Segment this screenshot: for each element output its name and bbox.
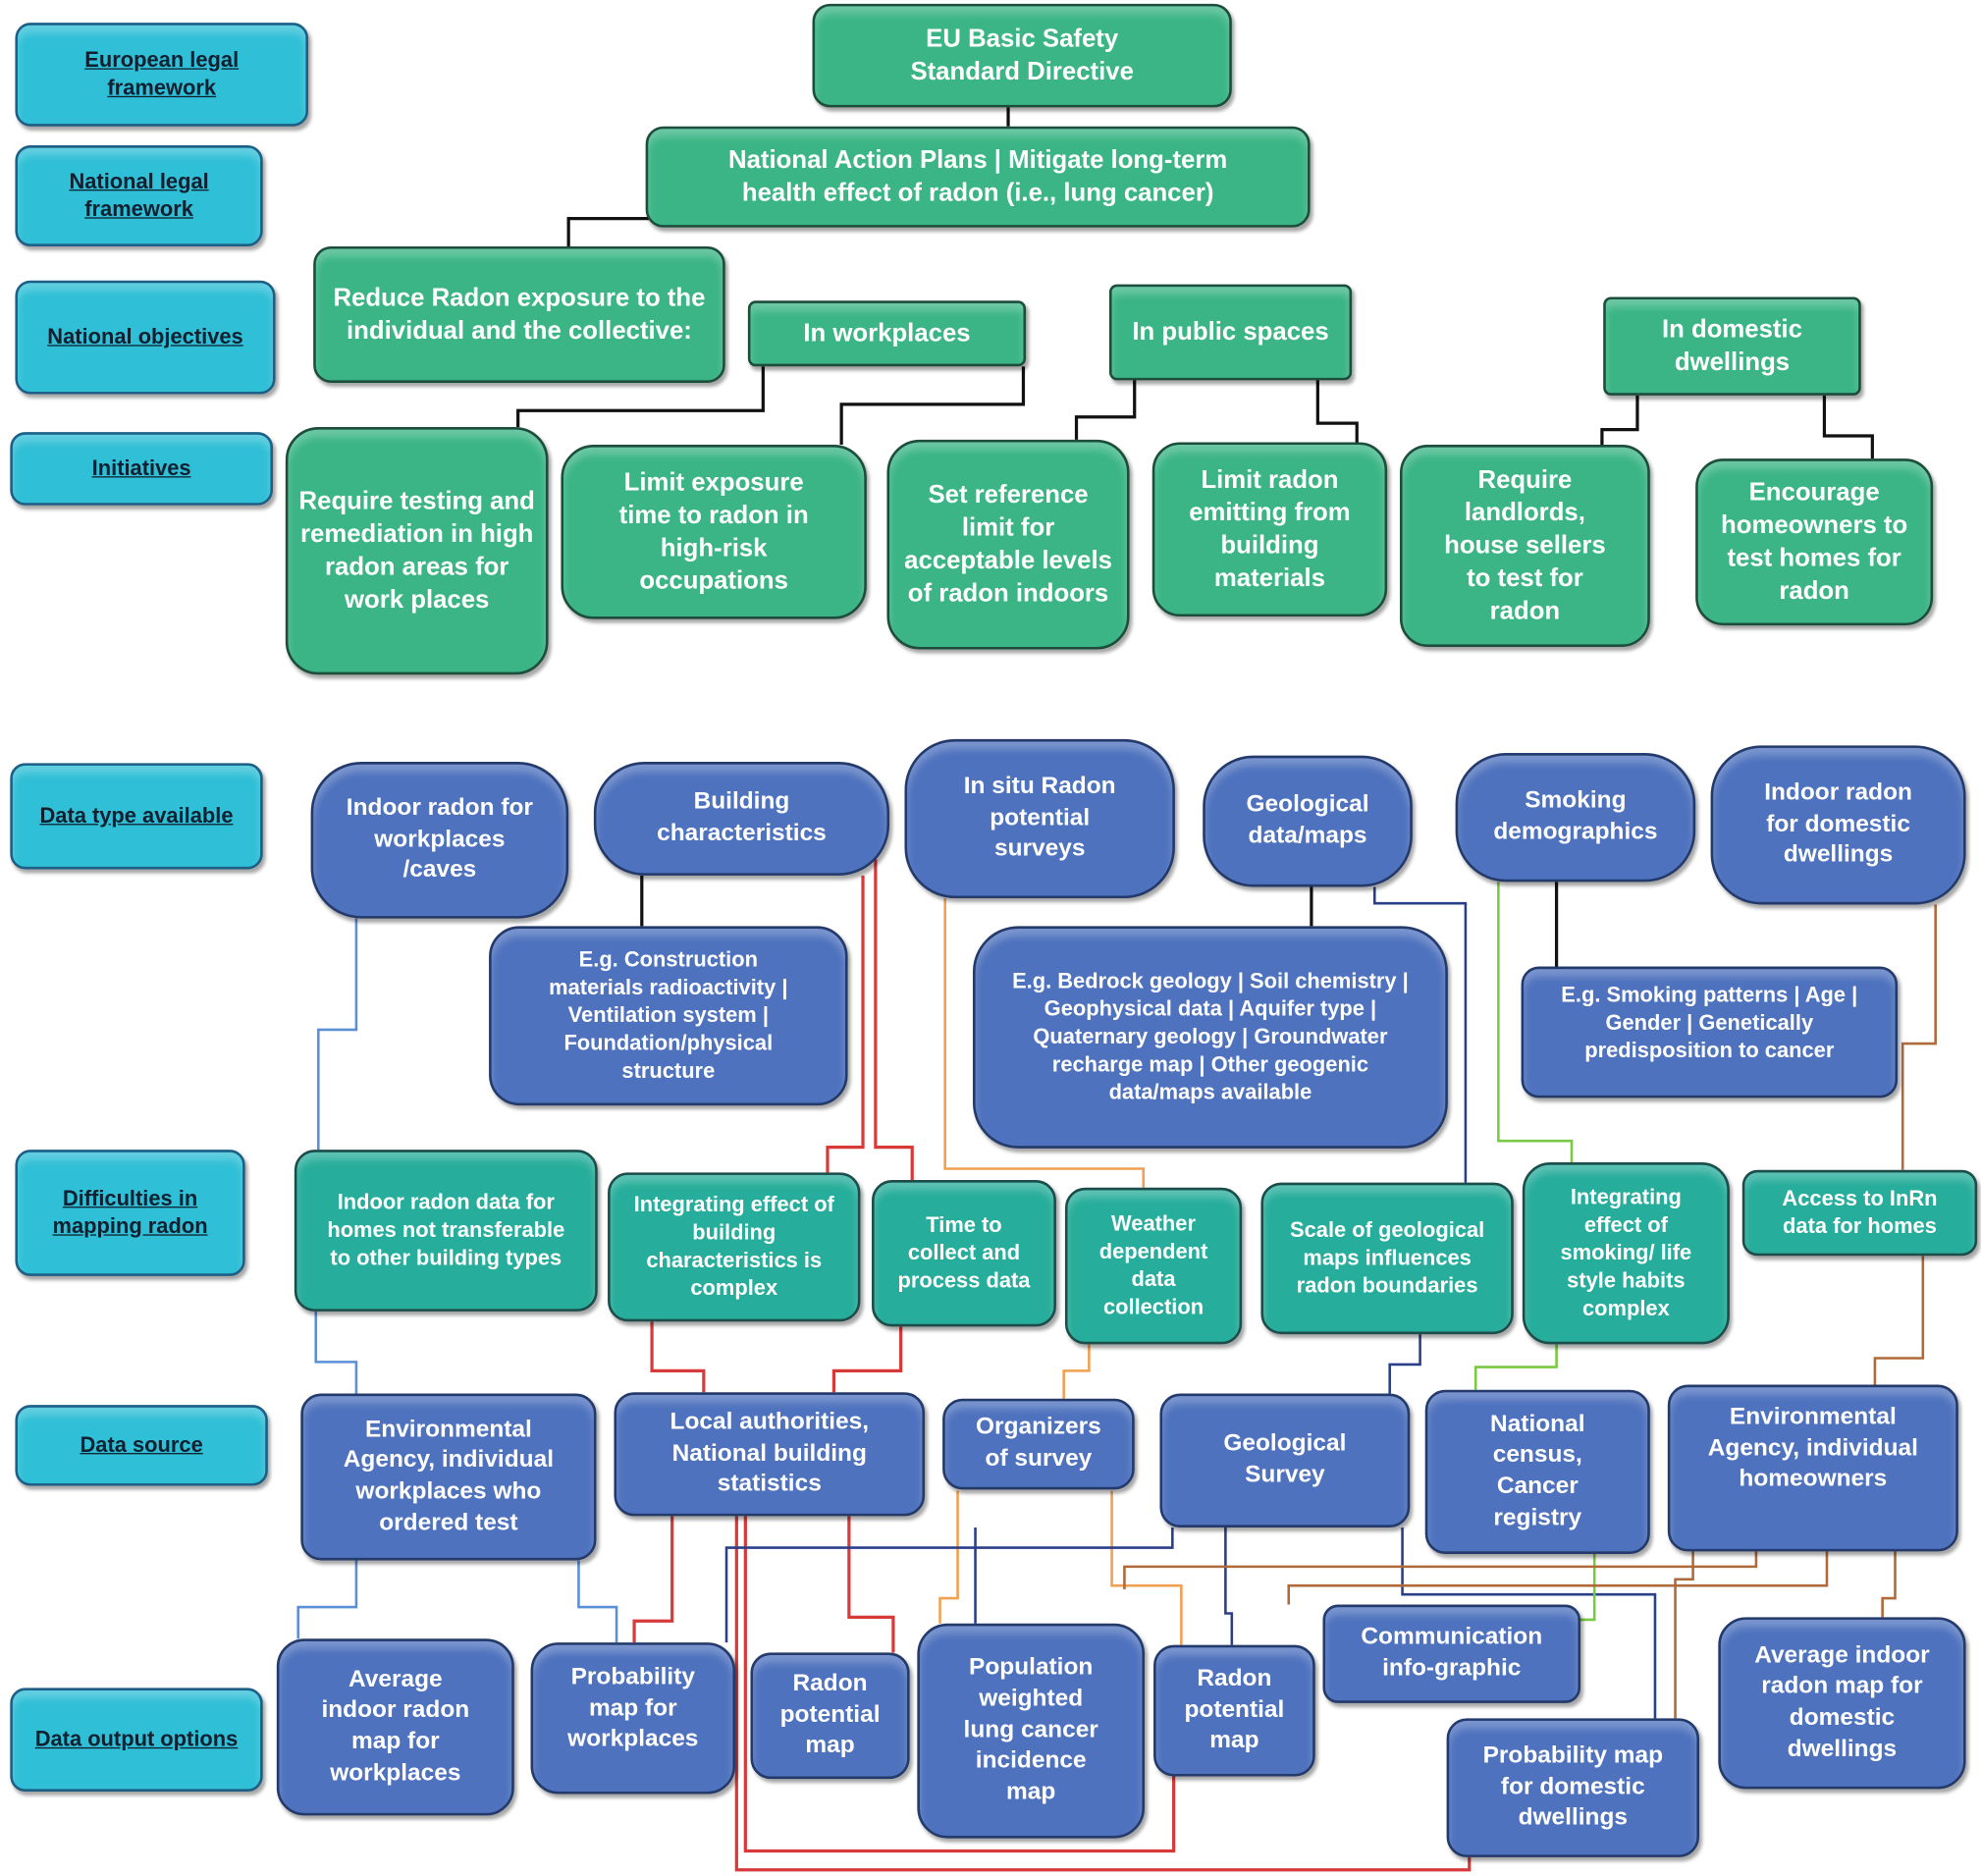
eu-directive-node: EU Basic Safety Standard Directive bbox=[812, 3, 1232, 108]
brown-connectors bbox=[1123, 904, 1937, 1719]
data-type-node: Geological data/maps bbox=[1203, 755, 1413, 887]
example-node: E.g. Construction materials radioactivit… bbox=[489, 926, 848, 1106]
row-label-data-output: Data output options bbox=[10, 1688, 263, 1792]
output-node: Probability map for domestic dwellings bbox=[1446, 1718, 1700, 1857]
national-action-plans-node: National Action Plans | Mitigate long-te… bbox=[645, 126, 1311, 228]
output-node: Communication info-graphic bbox=[1322, 1604, 1581, 1703]
row-label-difficulties: Difficulties in mapping radon bbox=[15, 1150, 245, 1276]
difficulty-node: Scale of geological maps influences rado… bbox=[1260, 1182, 1514, 1335]
data-source-node: Geological Survey bbox=[1159, 1393, 1411, 1528]
difficulty-node: Time to collect and process data bbox=[872, 1180, 1056, 1327]
difficulty-node: Access to InRn data for homes bbox=[1741, 1169, 1978, 1257]
data-source-node: Environmental Agency, individual workpla… bbox=[300, 1393, 597, 1561]
initiative-node: Require landlords, house sellers to test… bbox=[1399, 445, 1650, 647]
objective-workplaces: In workplaces bbox=[747, 300, 1027, 367]
difficulty-node: Indoor radon data for homes not transfer… bbox=[294, 1150, 598, 1312]
green-connectors bbox=[1473, 882, 1596, 1622]
data-type-node: Smoking demographics bbox=[1455, 753, 1696, 883]
row-label-european-legal: European legal framework bbox=[15, 23, 309, 127]
output-node: Average indoor radon map for workplaces bbox=[276, 1638, 514, 1816]
output-node: Radon potential map bbox=[750, 1652, 910, 1780]
data-type-node: In situ Radon potential surveys bbox=[904, 738, 1175, 899]
data-source-node: Organizers of survey bbox=[942, 1398, 1135, 1490]
row-label-initiatives: Initiatives bbox=[10, 432, 273, 506]
example-node: E.g. Bedrock geology | Soil chemistry | … bbox=[972, 926, 1448, 1149]
output-node: Probability map for workplaces bbox=[530, 1642, 736, 1795]
output-node: Radon potential map bbox=[1153, 1644, 1315, 1777]
initiative-node: Limit exposure time to radon in high-ris… bbox=[561, 445, 867, 619]
initiative-node: Set reference limit for acceptable level… bbox=[886, 439, 1130, 650]
output-node: Average indoor radon map for domestic dw… bbox=[1718, 1617, 1966, 1790]
objective-public-spaces: In public spaces bbox=[1108, 284, 1353, 381]
data-type-node: Indoor radon for domestic dwellings bbox=[1710, 745, 1966, 905]
difficulty-node: Integrating effect of smoking/ life styl… bbox=[1522, 1162, 1730, 1345]
example-node: E.g. Smoking patterns | Age | Gender | G… bbox=[1521, 966, 1899, 1099]
row-label-national-objectives: National objectives bbox=[15, 280, 276, 395]
data-type-node: Building characteristics bbox=[593, 762, 890, 876]
difficulty-node: Integrating effect of building character… bbox=[608, 1172, 861, 1322]
objective-node: Reduce Radon exposure to the individual … bbox=[313, 245, 725, 383]
initiative-node: Limit radon emitting from building mater… bbox=[1151, 442, 1388, 617]
initiative-node: Require testing and remediation in high … bbox=[285, 427, 549, 675]
row-label-data-source: Data source bbox=[15, 1405, 268, 1486]
row-label-national-legal: National legal framework bbox=[15, 145, 263, 246]
light-blue-connectors bbox=[296, 918, 618, 1643]
data-source-node: Environmental Agency, individual homeown… bbox=[1667, 1384, 1958, 1552]
red-connectors bbox=[632, 859, 1472, 1872]
data-source-node: Local authorities, National building sta… bbox=[614, 1392, 926, 1517]
difficulty-node: Weather dependent data collection bbox=[1064, 1187, 1243, 1345]
row-label-data-type: Data type available bbox=[10, 763, 263, 870]
data-source-node: National census, Cancer registry bbox=[1424, 1389, 1650, 1555]
output-node: Population weighted lung cancer incidenc… bbox=[917, 1623, 1146, 1839]
navy-connectors bbox=[724, 886, 1657, 1719]
orange-connectors bbox=[938, 898, 1183, 1645]
black-connectors bbox=[516, 107, 1874, 967]
objective-domestic-dwellings: In domestic dwellings bbox=[1603, 296, 1861, 396]
data-type-node: Indoor radon for workplaces /caves bbox=[310, 762, 569, 919]
initiative-node: Encourage homeowners to test homes for r… bbox=[1695, 458, 1934, 626]
